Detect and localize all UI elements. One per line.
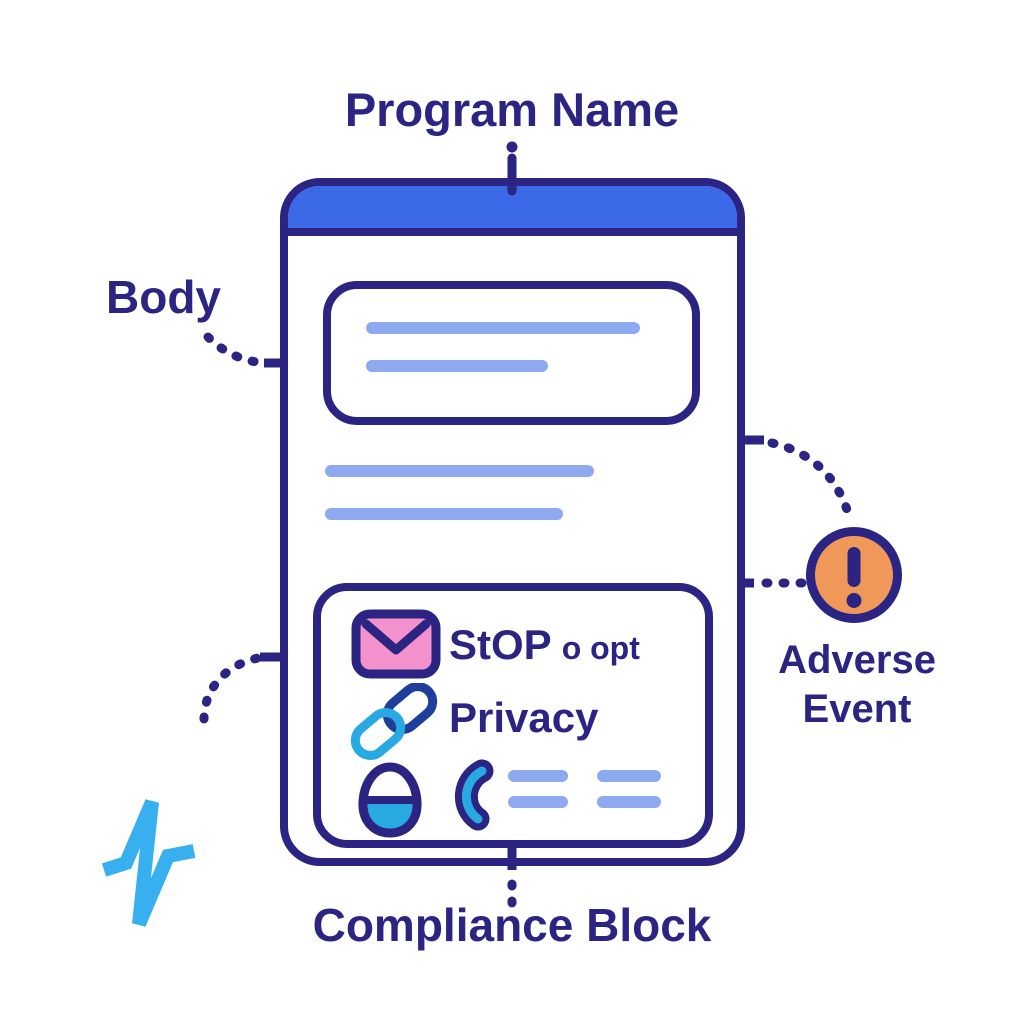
exclamation-circle-icon: [806, 527, 902, 623]
label-body: Body: [106, 271, 221, 323]
text-placeholder-line: [325, 465, 594, 477]
connector-body-dotted: [203, 332, 269, 368]
text-placeholder-line: [366, 360, 548, 372]
program-name-header-bar: [288, 186, 737, 236]
connector-program-dot: [506, 141, 518, 153]
link-icon: [350, 683, 438, 760]
lock-icon: [358, 762, 422, 838]
label-program-name: Program Name: [344, 83, 680, 136]
label-compliance-block: Compliance Block: [312, 899, 712, 951]
text-placeholder-line: [508, 796, 568, 808]
exclamation-dot: [846, 593, 862, 608]
phone-icon: [454, 759, 494, 831]
text-placeholder-line: [597, 770, 661, 782]
connector-adverse-upper-dotted: [767, 438, 854, 521]
text-placeholder-line: [325, 508, 563, 520]
connector-compliance-left-dotted: [199, 653, 263, 724]
opt-out-suffix: o opt: [561, 630, 640, 666]
exclamation-bar: [847, 547, 861, 587]
envelope-icon: [351, 609, 441, 679]
label-adverse-event: Adverse Event: [778, 638, 936, 731]
stop-keyword: StOP: [449, 621, 552, 668]
text-placeholder-line: [597, 796, 661, 808]
text-placeholder-line: [366, 322, 640, 334]
message-bubble: [323, 281, 700, 425]
privacy-text: Privacy: [449, 694, 599, 741]
text-placeholder-line: [508, 770, 568, 782]
